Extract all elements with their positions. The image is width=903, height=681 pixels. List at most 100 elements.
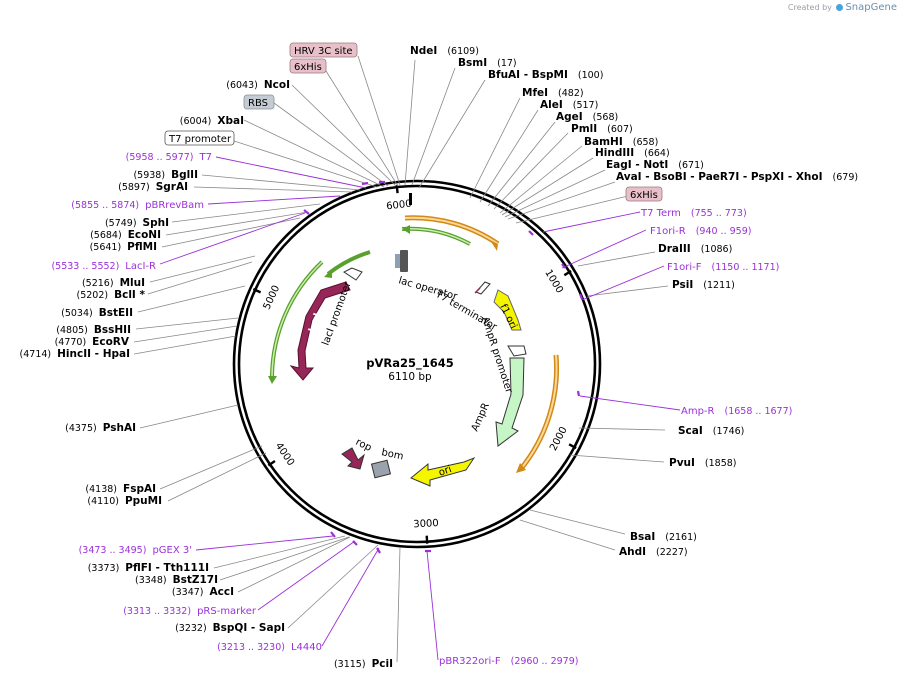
enzyme-position: (658) <box>633 137 659 148</box>
feature-leader-lines <box>233 55 629 224</box>
his-top-label: 6xHis <box>294 62 322 73</box>
enzyme-leader-lines <box>133 59 669 663</box>
enzyme-position: (17) <box>497 58 517 69</box>
enzyme-position: (1211) <box>703 280 735 291</box>
enzyme-position: (4770) <box>55 337 87 348</box>
site-label-right_labels: BsmI(17) <box>458 57 517 69</box>
backbone-inner-ring <box>237 184 597 544</box>
enzyme-name: AccI <box>210 586 234 598</box>
snapgene-watermark: Created by SnapGene <box>788 2 897 13</box>
primer-range: (5958 .. 5977) <box>126 152 194 163</box>
enzyme-position: (3347) <box>172 587 204 598</box>
enzyme-position: (5938) <box>133 170 165 181</box>
site-label-right_labels: ScaI(1746) <box>678 425 744 437</box>
site-label-left_labels: BspQI - SapI(3232) <box>175 622 285 634</box>
site-label-right_labels: PvuI(1858) <box>669 457 737 469</box>
rbs-box <box>243 94 275 110</box>
primer-name: T7 <box>199 152 212 163</box>
primer-label: LacI-R (5533 .. 5552) <box>51 261 156 272</box>
his-right-box <box>625 186 663 202</box>
his-top-box <box>289 58 327 74</box>
bom-label: bom <box>380 447 404 462</box>
hrv3c-label: HRV 3C site <box>294 46 353 57</box>
enzyme-name: XbaI <box>217 115 244 127</box>
enzyme-position: (5641) <box>90 242 122 253</box>
site-label-left_labels: FspAI(4138) <box>85 483 156 495</box>
enzyme-position: (3232) <box>175 623 207 634</box>
orf-arcs <box>268 215 560 473</box>
ampr-promoter-arrow <box>507 345 527 357</box>
site-label-left_labels: EcoNI(5684) <box>90 229 161 241</box>
enzyme-position: (5216) <box>82 278 114 289</box>
primer-name: F1ori-R <box>650 226 686 237</box>
enzyme-position: (671) <box>678 160 704 171</box>
plasmid-name: pVRa25_1645 <box>366 356 454 371</box>
backbone-outer-ring <box>232 179 602 549</box>
primer-label: Amp-R(1658 .. 1677) <box>681 406 792 417</box>
primer-name: L4440 <box>291 642 322 653</box>
site-label-right_labels: BsaI(2161) <box>630 531 697 543</box>
enzyme-name: NdeI <box>410 45 437 57</box>
laci-arrow <box>289 281 351 381</box>
ori-label: ori <box>437 464 453 479</box>
enzyme-position: (6109) <box>447 46 479 57</box>
enzyme-name: PmlI <box>571 123 597 135</box>
enzyme-position: (5202) <box>77 290 109 301</box>
laci-promoter-arrow <box>343 267 363 281</box>
enzyme-position: (1086) <box>701 244 733 255</box>
primer-leader-lines <box>159 156 681 661</box>
enzyme-position: (3373) <box>88 563 120 574</box>
site-labels: NcoI(6043)XbaI(6004)BglII(5938)SgrAI(589… <box>20 45 859 670</box>
enzyme-name: EcoRV <box>92 336 130 348</box>
primer-name: LacI-R <box>125 261 156 272</box>
primer-name: T7 Term <box>640 208 681 219</box>
enzyme-name: BstZ17I <box>173 574 218 586</box>
site-label-left_labels: BstZ17I(3348) <box>135 574 218 586</box>
primer-marks <box>303 180 584 554</box>
plasmid-size: 6110 bp <box>388 371 432 383</box>
primer-range: (1150 .. 1171) <box>711 262 779 273</box>
enzyme-name: BssHII <box>94 324 131 336</box>
tick-label: 5000 <box>262 284 283 312</box>
enzyme-position: (517) <box>573 100 599 111</box>
tick-label: 6000 <box>386 199 413 213</box>
enzyme-position: (568) <box>593 112 619 123</box>
tick-mark <box>568 443 577 450</box>
site-label-left_labels: NcoI(6043) <box>226 79 290 91</box>
watermark-brand: SnapGene <box>845 2 897 13</box>
enzyme-name: ScaI <box>678 425 703 437</box>
t7-terminator-mark <box>475 281 491 295</box>
rbs-label: RBS <box>248 98 268 109</box>
site-label-left_labels: SphI (5749) <box>105 217 169 229</box>
tick-mark <box>267 459 276 467</box>
enzyme-name: SphI <box>143 217 169 229</box>
site-label-left_labels: PshAI(4375) <box>65 422 136 434</box>
enzyme-position: (5684) <box>90 230 122 241</box>
enzyme-name: EagI - NotI <box>606 159 668 171</box>
enzyme-position: (5897) <box>118 182 150 193</box>
site-label-left_labels: PpuMI(4110) <box>87 495 162 507</box>
site-label-left_labels: MluI(5216) <box>82 277 145 289</box>
ampr-label: AmpR <box>470 401 492 433</box>
site-label-right_labels: AhdI(2227) <box>619 546 688 558</box>
site-label-left_labels: PciI(3115) <box>334 658 393 670</box>
site-label-left_labels: PflMI (5641) <box>90 241 157 253</box>
enzyme-name: AleI <box>540 99 563 111</box>
enzyme-name: BstEII <box>99 307 133 319</box>
enzyme-name: PsiI <box>672 279 693 291</box>
primer-range: (5533 .. 5552) <box>51 261 119 272</box>
enzyme-name: PflMI <box>127 241 157 253</box>
enzyme-name: PpuMI <box>125 495 162 507</box>
enzyme-position: (5749) <box>105 218 137 229</box>
t7-promoter-label: T7 promoter <box>168 134 232 145</box>
enzyme-position: (2227) <box>656 547 688 558</box>
hrv3c-box <box>289 42 358 58</box>
site-label-left_labels: BstEII(5034) <box>61 307 133 319</box>
t7-promoter-box <box>164 130 235 146</box>
primer-range: (3473 .. 3495) <box>79 545 147 556</box>
enzyme-name: HindIII <box>595 147 634 159</box>
enzyme-position: (4375) <box>65 423 97 434</box>
enzyme-position: (6004) <box>180 116 212 127</box>
site-label-right_labels: DraIII(1086) <box>658 243 732 255</box>
site-label-left_labels: PflFI - Tth111I(3373) <box>88 562 209 574</box>
